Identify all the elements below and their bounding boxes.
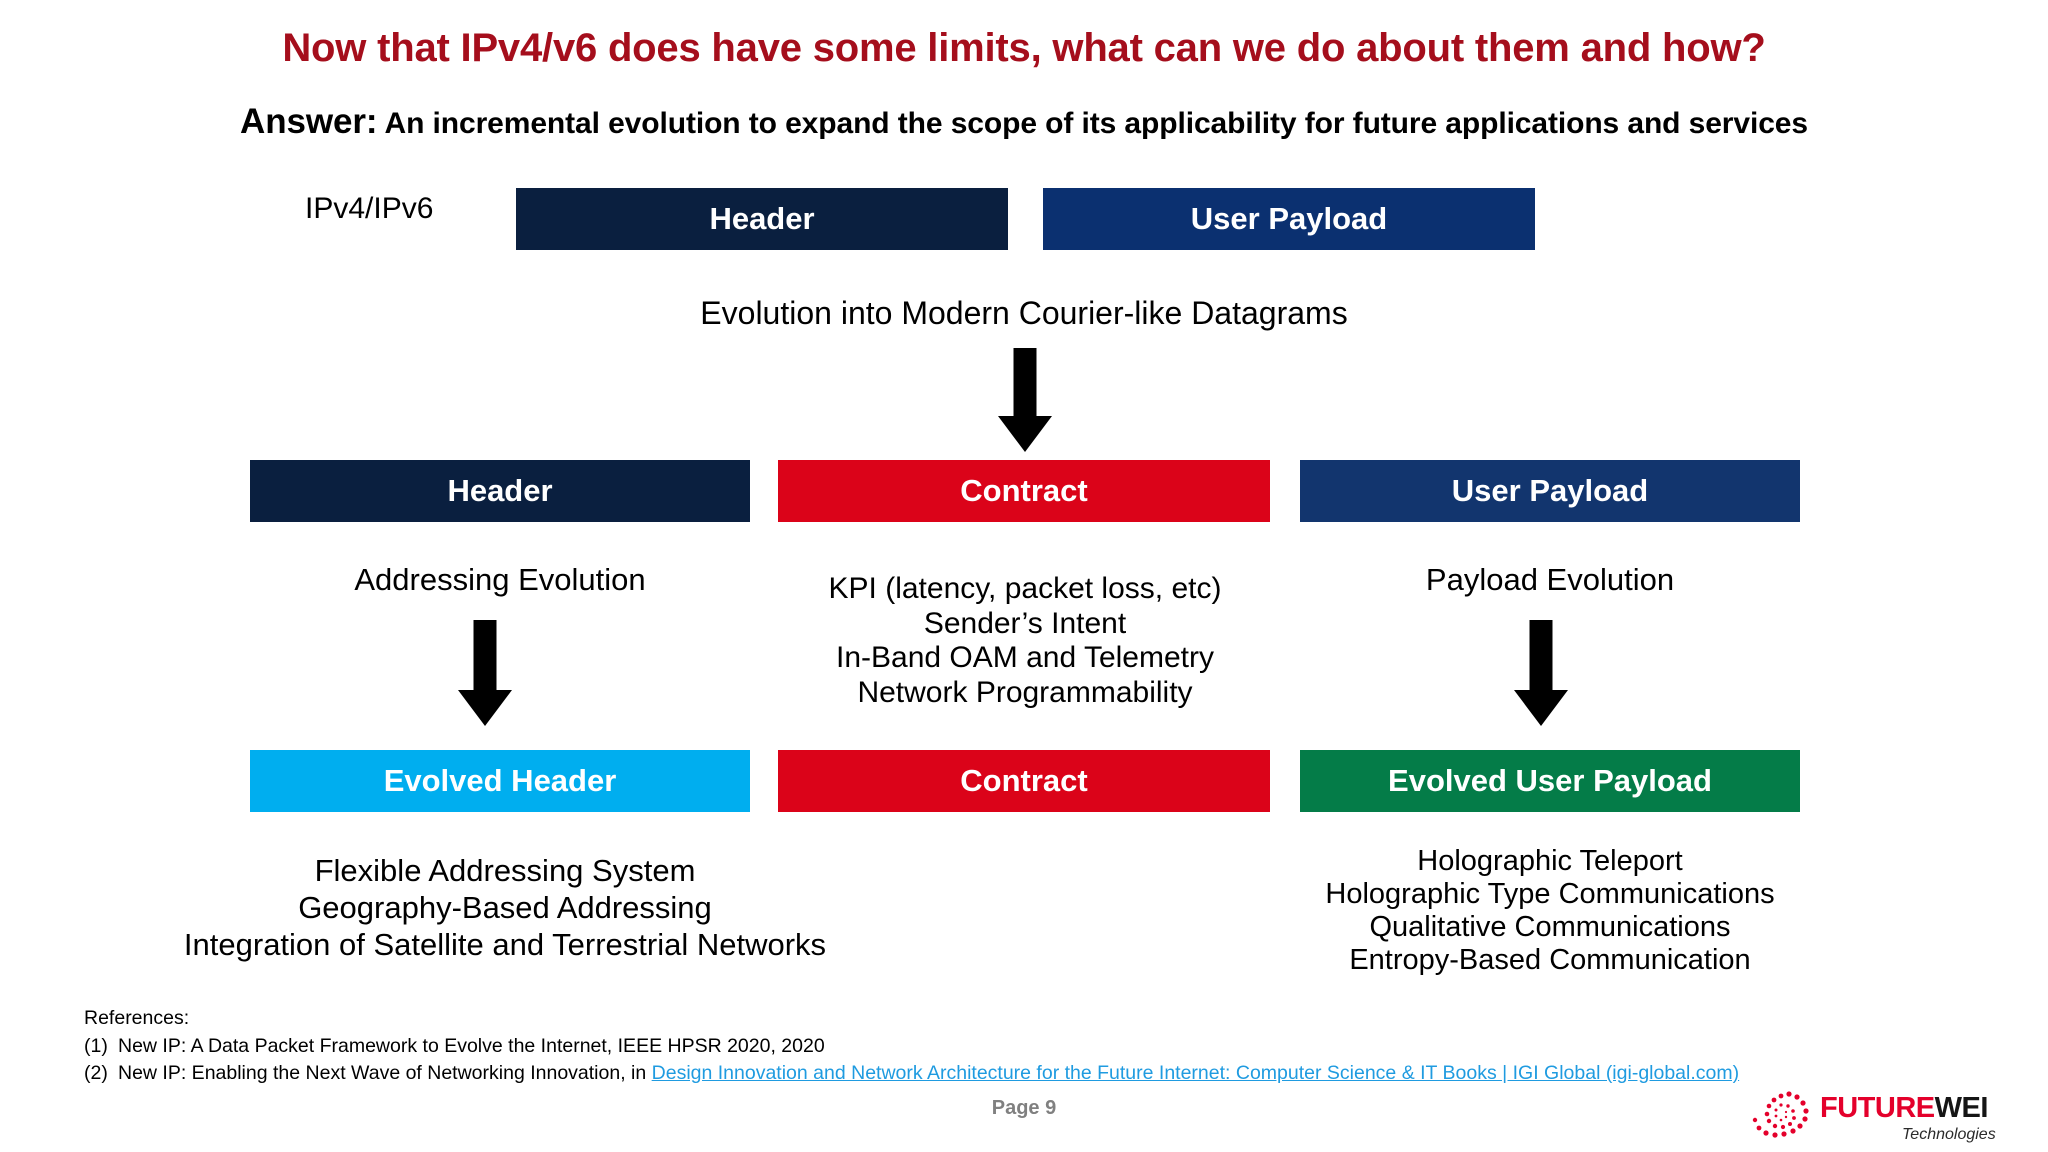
reference-text: New IP: Enabling the Next Wave of Networ… xyxy=(118,1062,652,1085)
logo-wei-text: WEI xyxy=(1934,1092,1989,1124)
row3-evolved-header-box: Evolved Header xyxy=(250,750,750,812)
reference-text: New IP: A Data Packet Framework to Evolv… xyxy=(118,1034,825,1057)
futurewei-logo: FUTUREWEI Technologies xyxy=(1752,1088,2032,1148)
row3-contract-box: Contract xyxy=(778,750,1270,812)
logo-future-text: FUTURE xyxy=(1820,1092,1935,1124)
reference-item-1: (1) New IP: A Data Packet Framework to Ev… xyxy=(84,1033,1739,1061)
evolved-payload-feature-item: Qualitative Communications xyxy=(1369,911,1731,944)
answer-text: An incremental evolution to expand the s… xyxy=(377,107,1809,140)
row3-evolved-user-payload-box: Evolved User Payload xyxy=(1300,750,1800,812)
arrow-shaft xyxy=(1013,348,1037,418)
arrow-head xyxy=(458,690,512,726)
answer-line: Answer: An incremental evolution to expa… xyxy=(0,102,2048,142)
evolved-header-feature-item: Geography-Based Addressing xyxy=(298,890,712,926)
payload-evolution-caption: Payload Evolution xyxy=(1425,562,1675,597)
contract-attribute-item: Network Programmability xyxy=(857,675,1193,709)
row2-contract-box: Contract xyxy=(778,460,1270,522)
row2-header-box: Header xyxy=(250,460,750,522)
evolved-payload-feature-item: Holographic Teleport xyxy=(1417,845,1683,877)
contract-attribute-item: In-Band OAM and Telemetry xyxy=(836,641,1214,674)
logo-tagline: Technologies xyxy=(1902,1126,1996,1143)
evolved-header-feature-item: Flexible Addressing System xyxy=(314,853,696,888)
evolution-caption: Evolution into Modern Courier-like Datag… xyxy=(700,295,1348,331)
evolved-payload-features-list: Holographic Teleport Holographic Type Co… xyxy=(1240,845,1860,977)
evolved-payload-feature-item: Holographic Type Communications xyxy=(1325,878,1775,911)
arrow-shaft xyxy=(473,620,497,692)
reference-number: (1) xyxy=(84,1034,108,1057)
reference-link[interactable]: Design Innovation and Network Architectu… xyxy=(651,1062,1740,1085)
down-arrow-icon-main xyxy=(990,348,1060,452)
evolved-header-feature-item: Integration of Satellite and Terrestrial… xyxy=(183,927,827,963)
contract-attribute-item: KPI (latency, packet loss, etc) xyxy=(828,572,1222,605)
references-heading: References: xyxy=(84,1007,190,1029)
references-block: References: (1) New IP: A Data Packet Fra… xyxy=(84,1005,1739,1088)
arrow-shaft xyxy=(1529,620,1553,692)
ipv4-ipv6-label: IPv4/IPv6 xyxy=(305,192,434,225)
contract-attributes-list: KPI (latency, packet loss, etc) Sender’s… xyxy=(770,572,1280,710)
swirl-logo-icon xyxy=(1752,1091,1809,1138)
reference-item-2: (2) New IP: Enabling the Next Wave of Net… xyxy=(84,1060,1739,1088)
row1-header-box: Header xyxy=(516,188,1008,250)
contract-attribute-item: Sender’s Intent xyxy=(923,606,1127,640)
slide-title: Now that IPv4/v6 does have some limits, … xyxy=(282,26,1766,70)
logo-wordmark: FUTUREWEI xyxy=(1820,1094,1988,1123)
reference-number: (2) xyxy=(84,1062,108,1085)
evolved-header-features-list: Flexible Addressing System Geography-Bas… xyxy=(110,852,900,964)
down-arrow-icon-right xyxy=(1506,620,1576,730)
answer-label: Answer: xyxy=(240,102,378,141)
addressing-evolution-caption: Addressing Evolution xyxy=(354,562,646,597)
down-arrow-icon-left xyxy=(450,620,520,730)
arrow-head xyxy=(998,416,1052,452)
arrow-head xyxy=(1514,690,1568,726)
page-number: Page 9 xyxy=(991,1097,1057,1119)
row2-user-payload-box: User Payload xyxy=(1300,460,1800,522)
row1-user-payload-box: User Payload xyxy=(1043,188,1535,250)
evolved-payload-feature-item: Entropy-Based Communication xyxy=(1349,944,1751,977)
